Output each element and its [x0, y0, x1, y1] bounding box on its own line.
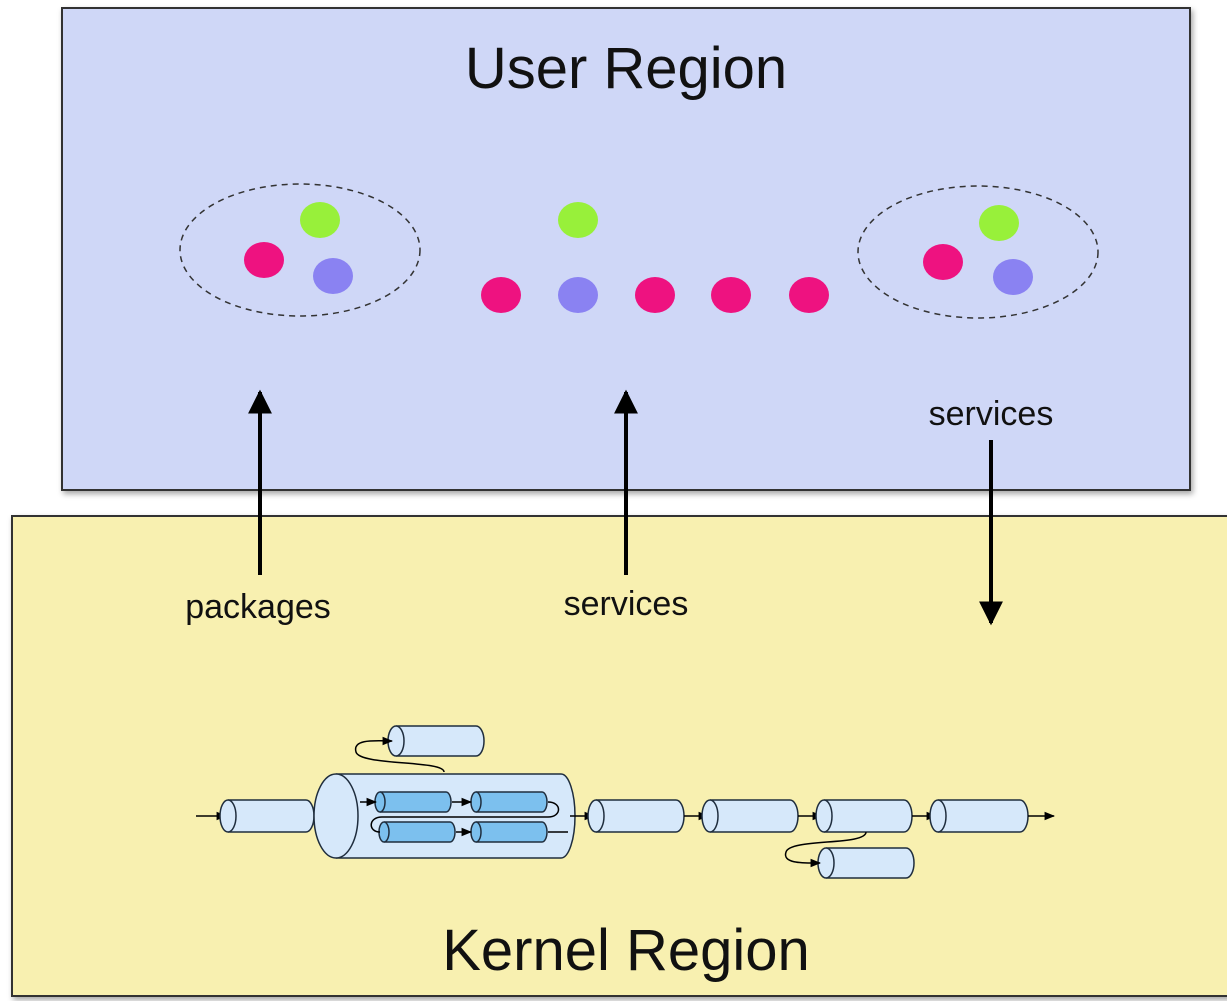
module-cylinder — [929, 799, 1029, 833]
service-node-magenta — [711, 277, 751, 313]
attached-module-cylinder — [355, 725, 485, 773]
kernel-pipeline — [196, 725, 1056, 879]
packages-label: packages — [185, 588, 331, 626]
module-cylinder — [587, 799, 685, 833]
service-node-green — [979, 205, 1019, 241]
service-node-green — [558, 202, 598, 238]
composite-module-cylinder — [313, 773, 576, 859]
services-label-middle: services — [564, 585, 689, 623]
package-group-right — [857, 185, 1099, 319]
service-node-magenta — [789, 277, 829, 313]
module-cylinder — [219, 799, 315, 833]
kernel-region-box — [11, 515, 1227, 997]
service-node-magenta — [635, 277, 675, 313]
service-node-purple — [558, 277, 598, 313]
service-node-magenta — [923, 244, 963, 280]
branch-module-cylinder — [784, 831, 915, 879]
loose-services — [481, 202, 829, 313]
service-node-magenta — [481, 277, 521, 313]
package-group-left — [179, 183, 421, 317]
kernel-region-title: Kernel Region — [442, 918, 810, 983]
module-cylinder — [815, 799, 913, 833]
module-cylinder — [701, 799, 799, 833]
service-node-magenta — [244, 242, 284, 278]
services-label-right: services — [929, 395, 1054, 433]
service-node-purple — [313, 258, 353, 294]
service-node-purple — [993, 259, 1033, 295]
user-region-title: User Region — [465, 36, 787, 101]
service-node-green — [300, 202, 340, 238]
